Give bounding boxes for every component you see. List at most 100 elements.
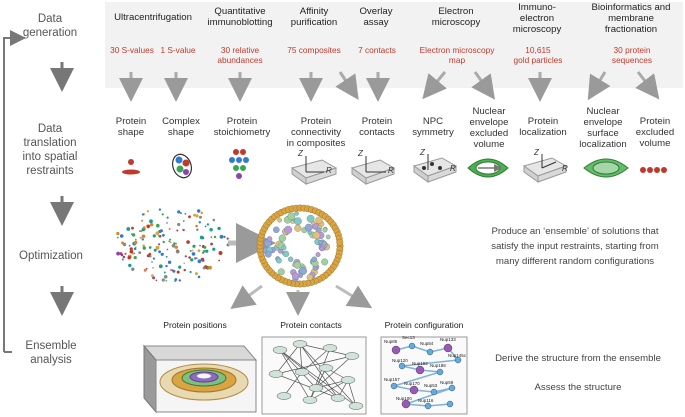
cloud-particle bbox=[146, 210, 149, 213]
contact-node bbox=[344, 352, 360, 360]
ring-bead-inner bbox=[278, 234, 287, 242]
cloud-particle bbox=[139, 236, 142, 239]
method-ultracentrifugation: Ultracentrifugation bbox=[114, 12, 192, 23]
cloud-particle bbox=[116, 236, 119, 239]
cloud-particle bbox=[218, 251, 223, 255]
cloud-particle bbox=[131, 226, 134, 230]
ring-bead-inner bbox=[311, 256, 318, 262]
ring-bead-inner bbox=[294, 217, 302, 226]
optimization-note: Produce an ‘ensemble’ of solutions that … bbox=[491, 226, 659, 267]
cloud-particle bbox=[121, 258, 124, 261]
cloud-particle bbox=[192, 244, 196, 248]
cloud-particle bbox=[193, 257, 197, 260]
protein-configuration-figure: Nup85Sec13Nup84Nup133Nup145cNup120Nup192… bbox=[380, 335, 468, 415]
contact-node bbox=[318, 364, 334, 372]
cloud-particle bbox=[213, 235, 217, 239]
contact-edge bbox=[301, 347, 331, 373]
cloud-particle bbox=[158, 208, 162, 211]
contact-node bbox=[340, 376, 356, 384]
ring-bead-inner bbox=[287, 256, 294, 262]
stage-ensemble-analysis: Ensemble analysis bbox=[25, 340, 77, 366]
cloud-particle bbox=[158, 235, 160, 237]
cloud-particle bbox=[152, 276, 156, 280]
contact-edge bbox=[299, 343, 357, 407]
cloud-particle bbox=[191, 252, 196, 256]
cloud-particle bbox=[155, 231, 160, 236]
configuration-bead bbox=[398, 362, 406, 370]
cloud-particle bbox=[219, 234, 224, 239]
axis-label-z: Z bbox=[420, 148, 425, 157]
cloud-particle bbox=[202, 249, 206, 253]
cloud-particle bbox=[184, 255, 187, 258]
cloud-particle bbox=[198, 221, 201, 224]
cloud-particle bbox=[153, 248, 157, 252]
cloud-particle bbox=[165, 255, 168, 258]
configuration-link bbox=[405, 387, 453, 405]
cloud-particle bbox=[156, 223, 160, 228]
cloud-particle bbox=[133, 256, 137, 260]
cloud-particle bbox=[141, 213, 144, 216]
cloud-particle bbox=[133, 247, 137, 251]
cloud-particle bbox=[199, 235, 204, 240]
configuration-node-label: Nup133 bbox=[440, 337, 456, 342]
ring-bead-inner bbox=[266, 236, 273, 242]
cloud-particle bbox=[169, 241, 172, 244]
restraint-protein-shape: Protein shape bbox=[115, 116, 147, 138]
feedback-loop-arrow bbox=[3, 30, 26, 352]
cloud-particle bbox=[202, 266, 206, 270]
contact-edge bbox=[275, 355, 353, 375]
cloud-particle bbox=[141, 234, 146, 239]
configuration-node-label: Nup192 bbox=[412, 361, 428, 366]
cloud-particle bbox=[189, 270, 192, 274]
cloud-particle bbox=[131, 253, 134, 255]
cloud-particle bbox=[138, 251, 142, 255]
cloud-particle bbox=[158, 264, 163, 269]
cloud-particle bbox=[141, 238, 144, 241]
ring-bead-inner bbox=[322, 227, 328, 233]
ring-bead-inner bbox=[273, 226, 280, 234]
cloud-particle bbox=[178, 279, 181, 282]
configuration-node-label: Nup59 bbox=[440, 380, 454, 385]
ensemble-note-assess: Assess the structure bbox=[534, 382, 622, 393]
cloud-particle bbox=[210, 242, 214, 246]
method-affinity-purification: Affinity purification bbox=[290, 6, 338, 28]
ring-bead-inner bbox=[277, 217, 282, 223]
contact-node bbox=[292, 340, 308, 348]
cloud-particle bbox=[162, 240, 165, 244]
cloud-particle bbox=[128, 244, 131, 247]
ensemble-arrows bbox=[230, 284, 373, 316]
cloud-particle bbox=[146, 224, 150, 229]
method-electron-microscopy: Electron microscopy bbox=[431, 6, 481, 28]
contact-node bbox=[272, 346, 288, 354]
axis-label-r: R bbox=[388, 166, 394, 175]
ring-bead-inner bbox=[321, 258, 329, 266]
cloud-particle bbox=[197, 275, 201, 279]
cloud-particle bbox=[176, 229, 179, 232]
axis-label-r: R bbox=[326, 166, 332, 175]
cloud-particle bbox=[174, 245, 178, 249]
contact-node bbox=[322, 344, 338, 352]
configuration-bead bbox=[401, 399, 411, 409]
cloud-particle bbox=[166, 248, 169, 251]
contact-edge bbox=[299, 343, 339, 399]
configuration-node-label: Nup53 bbox=[424, 383, 438, 388]
cloud-particle bbox=[116, 251, 120, 256]
cloud-particle bbox=[169, 238, 172, 241]
cloud-particle bbox=[188, 215, 191, 219]
cloud-particle bbox=[183, 262, 185, 265]
cloud-particle bbox=[204, 225, 207, 228]
cloud-particle bbox=[126, 227, 131, 231]
ensemble-note-derive: Derive the structure from the ensemble bbox=[495, 353, 661, 364]
configuration-bead bbox=[390, 382, 398, 390]
restraint-protein-stoichiometry: Protein stoichiometry bbox=[213, 116, 271, 138]
restraint-protein-connectivity: Protein connectivity in composites bbox=[286, 116, 346, 149]
ring-bead-inner bbox=[315, 252, 321, 258]
configuration-node-label: Nup170 bbox=[404, 381, 420, 386]
cloud-particle bbox=[142, 246, 146, 250]
ring-bead-outer bbox=[336, 238, 344, 246]
cloud-particle bbox=[178, 265, 182, 269]
configuration-bead bbox=[454, 356, 462, 364]
cloud-particle bbox=[196, 228, 199, 231]
configuration-bead bbox=[408, 342, 416, 350]
